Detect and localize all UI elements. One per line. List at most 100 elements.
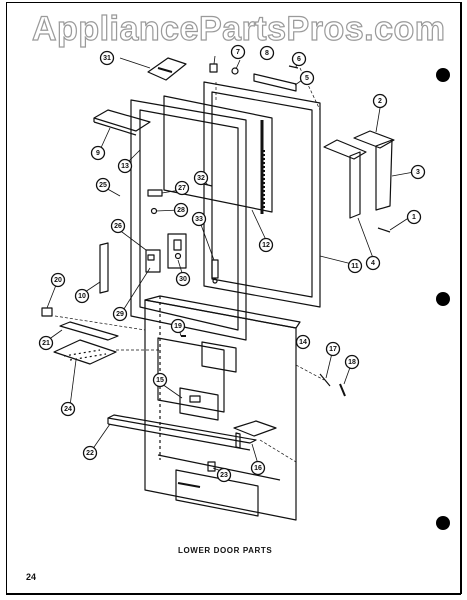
callout-25: 25 <box>95 177 111 193</box>
callout-number: 12 <box>262 242 270 249</box>
callout-28: 28 <box>173 202 189 218</box>
callout-number: 16 <box>254 465 262 472</box>
frame-border-right <box>460 2 462 594</box>
callout-circle <box>344 354 360 370</box>
callout-15: 15 <box>152 372 168 388</box>
callout-circle <box>365 255 381 271</box>
callout-number: 17 <box>329 346 337 353</box>
callout-number: 13 <box>121 163 129 170</box>
callout-number: 9 <box>96 150 100 157</box>
callout-circle <box>99 50 115 66</box>
callout-8: 8 <box>259 45 275 61</box>
callout-23: 23 <box>216 467 232 483</box>
callout-number: 25 <box>99 182 107 189</box>
callout-circle <box>110 218 126 234</box>
callout-number: 8 <box>265 50 269 57</box>
watermark: AppliancePartsPros.com <box>31 9 446 48</box>
callout-circle <box>60 401 76 417</box>
binder-hole-top <box>436 68 450 82</box>
callout-number: 11 <box>351 263 359 270</box>
handle-bracket-parts <box>253 73 395 219</box>
callout-circle <box>191 211 207 227</box>
bottom-strip-part <box>107 414 257 451</box>
callout-11: 11 <box>347 258 363 274</box>
callout-circle <box>216 467 232 483</box>
callout-14: 14 <box>295 334 311 350</box>
small-block-part <box>41 307 53 317</box>
callout-circle <box>38 335 54 351</box>
binder-hole-middle <box>436 292 450 306</box>
callout-number: 31 <box>103 55 111 62</box>
callout-1: 1 <box>406 209 422 225</box>
callout-24: 24 <box>60 401 76 417</box>
callout-circle <box>193 170 209 186</box>
callout-21: 21 <box>38 335 54 351</box>
callout-3: 3 <box>410 164 426 180</box>
callout-circle <box>250 460 266 476</box>
callout-number: 30 <box>179 276 187 283</box>
callout-20: 20 <box>50 272 66 288</box>
callout-number: 14 <box>299 339 307 346</box>
callout-number: 23 <box>220 472 228 479</box>
callout-circle <box>347 258 363 274</box>
callout-number: 21 <box>42 340 50 347</box>
callout-33: 33 <box>191 211 207 227</box>
callout-number: 26 <box>114 223 122 230</box>
callout-31: 31 <box>99 50 115 66</box>
callout-6: 6 <box>291 51 307 67</box>
callout-circle <box>259 45 275 61</box>
callout-number: 15 <box>156 377 164 384</box>
callout-circle <box>152 372 168 388</box>
callout-number: 1 <box>412 214 416 221</box>
callout-number: 3 <box>416 169 420 176</box>
callout-circle <box>112 306 128 322</box>
callout-17: 17 <box>325 341 341 357</box>
callout-circle <box>406 209 422 225</box>
side-strip-part <box>99 242 109 294</box>
lower-door-panel-part <box>144 295 301 521</box>
shelf-tray-part <box>233 420 277 449</box>
callout-circle <box>50 272 66 288</box>
callout-number: 27 <box>178 185 186 192</box>
callout-32: 32 <box>193 170 209 186</box>
callout-number: 7 <box>236 49 240 56</box>
callout-2: 2 <box>372 93 388 109</box>
callout-circle <box>173 202 189 218</box>
callout-circle <box>82 445 98 461</box>
callout-circle <box>325 341 341 357</box>
frame-border-bottom <box>6 593 461 595</box>
hinge-assembly-parts <box>145 183 219 284</box>
callout-10: 10 <box>74 288 90 304</box>
callout-circle <box>175 271 191 287</box>
binder-hole-bottom <box>436 516 450 530</box>
callout-circle <box>230 44 246 60</box>
callout-number: 4 <box>371 260 375 267</box>
callout-number: 24 <box>64 406 72 413</box>
callout-number: 29 <box>116 311 124 318</box>
callout-circle <box>372 93 388 109</box>
callout-number: 22 <box>86 450 94 457</box>
callout-circle <box>410 164 426 180</box>
callout-number: 6 <box>297 56 301 63</box>
diagram-caption: LOWER DOOR PARTS <box>178 546 273 555</box>
fastener-parts <box>181 63 391 397</box>
callout-number: 18 <box>348 359 356 366</box>
center-panel-part <box>179 387 219 421</box>
callout-number: 19 <box>174 323 182 330</box>
callout-number: 20 <box>54 277 62 284</box>
callout-circle <box>295 334 311 350</box>
callout-19: 19 <box>170 318 186 334</box>
callout-26: 26 <box>110 218 126 234</box>
small-clip-part <box>207 461 216 472</box>
bin-rail-part <box>59 321 119 341</box>
callout-16: 16 <box>250 460 266 476</box>
callout-number: 2 <box>378 98 382 105</box>
callout-circle <box>95 177 111 193</box>
callout-7: 7 <box>230 44 246 60</box>
callout-9: 9 <box>90 145 106 161</box>
callout-22: 22 <box>82 445 98 461</box>
callout-30: 30 <box>175 271 191 287</box>
callout-29: 29 <box>112 306 128 322</box>
